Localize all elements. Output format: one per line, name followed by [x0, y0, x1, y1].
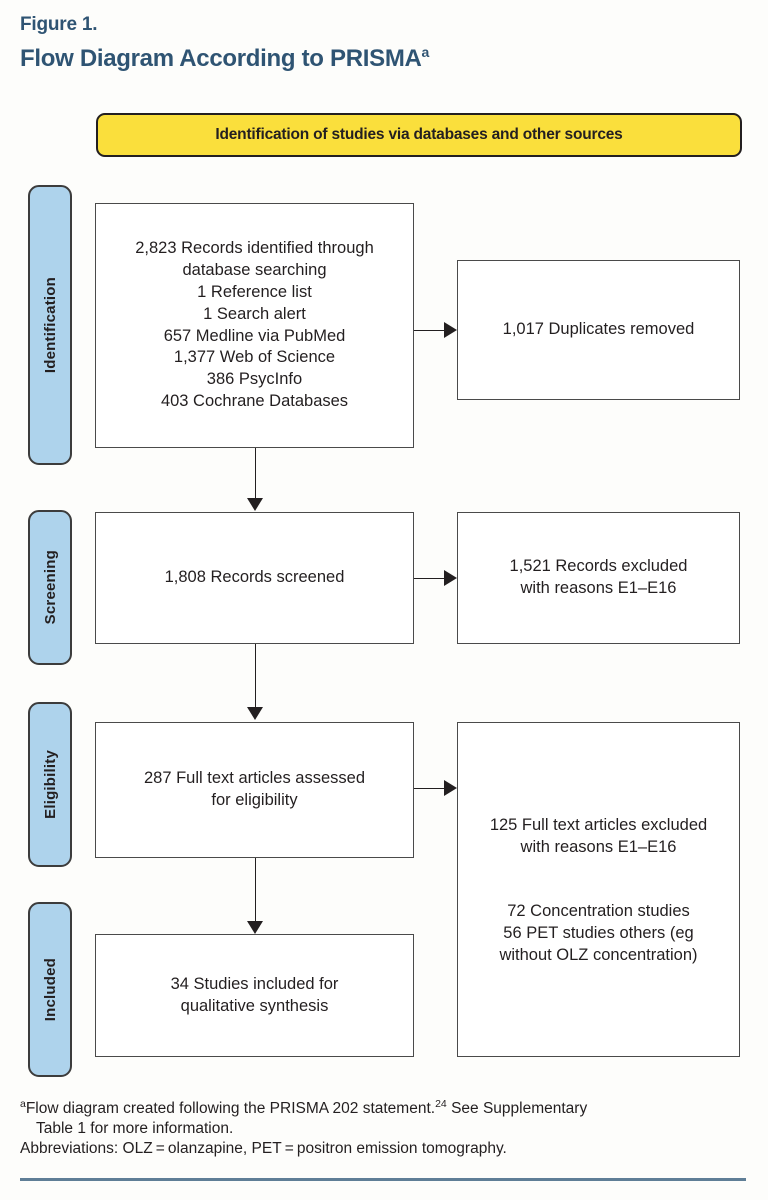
stage-label-screening: Screening [41, 550, 59, 625]
box-fulltext-excluded: 125 Full text articles excluded with rea… [457, 722, 740, 1057]
connector-arrow-identified-to-duplicates [444, 322, 457, 338]
figure-title-text: Flow Diagram According to PRISMA [20, 45, 422, 72]
footnote-line-1: aFlow diagram created following the PRIS… [20, 1098, 748, 1119]
box-records-screened: 1,808 Records screened [95, 512, 414, 644]
footnote-line-1-text: Flow diagram created following the PRISM… [25, 1100, 436, 1118]
figure-title-superscript: a [421, 44, 430, 60]
box-studies-included: 34 Studies included for qualitative synt… [95, 934, 414, 1057]
box-duplicates-removed-text: 1,017 Duplicates removed [502, 320, 695, 339]
box-studies-included-text: 34 Studies included for qualitative synt… [170, 974, 339, 1015]
box-fulltext-excluded-primary-text: 125 Full text articles excluded with rea… [489, 816, 708, 856]
box-fulltext-assessed: 287 Full text articles assessed for elig… [95, 722, 414, 858]
box-records-excluded: 1,521 Records excluded with reasons E1–E… [457, 512, 740, 644]
box-fulltext-assessed-text: 287 Full text articles assessed for elig… [143, 769, 366, 809]
stage-pill-screening: Screening [28, 510, 72, 665]
connector-line-screened-to-excluded [414, 578, 444, 579]
connector-arrow-fulltext-to-excluded [444, 780, 457, 796]
connector-line-fulltext-to-excluded [414, 788, 444, 789]
connector-line-identified-to-duplicates [414, 330, 444, 331]
footnote-line-2: Table 1 for more information. [36, 1120, 234, 1138]
box-fulltext-excluded-secondary-text: 72 Concentration studies 56 PET studies … [499, 902, 698, 964]
stage-label-included: Included [41, 957, 59, 1022]
footnote-abbreviations: Abbreviations: OLZ = olanzapine, PET = p… [20, 1140, 507, 1158]
box-records-identified: 2,823 Records identified through databas… [95, 203, 414, 448]
stage-pill-identification: Identification [28, 185, 72, 465]
footnote-line-1-tail: See Supplementary [446, 1100, 588, 1118]
box-records-screened-text: 1,808 Records screened [164, 568, 345, 587]
identification-banner: Identification of studies via databases … [96, 113, 742, 157]
connector-arrow-screened-to-fulltext [247, 707, 263, 720]
connector-arrow-identified-to-screened [247, 498, 263, 511]
connector-line-screened-to-fulltext [255, 644, 256, 707]
page-title: Flow Diagram According to PRISMAa [20, 44, 429, 73]
connector-line-fulltext-to-included [255, 858, 256, 921]
connector-line-identified-to-screened [255, 448, 256, 498]
footnotes: aFlow diagram created following the PRIS… [20, 1098, 748, 1160]
stage-pill-eligibility: Eligibility [28, 702, 72, 867]
box-duplicates-removed: 1,017 Duplicates removed [457, 260, 740, 400]
stage-label-identification: Identification [41, 276, 59, 374]
box-records-excluded-text: 1,521 Records excluded with reasons E1–E… [509, 557, 688, 597]
stage-pill-included: Included [28, 902, 72, 1077]
footnote-reference-number: 24 [435, 1098, 447, 1110]
box-records-identified-text: 2,823 Records identified through databas… [135, 239, 374, 410]
connector-arrow-fulltext-to-included [247, 921, 263, 934]
footnote-marker-a: a [20, 1098, 26, 1110]
connector-arrow-screened-to-excluded [444, 570, 457, 586]
stage-label-eligibility: Eligibility [41, 750, 59, 819]
figure-label: Figure 1. [20, 14, 98, 35]
bottom-rule [20, 1178, 746, 1181]
identification-banner-label: Identification of studies via databases … [215, 126, 623, 143]
